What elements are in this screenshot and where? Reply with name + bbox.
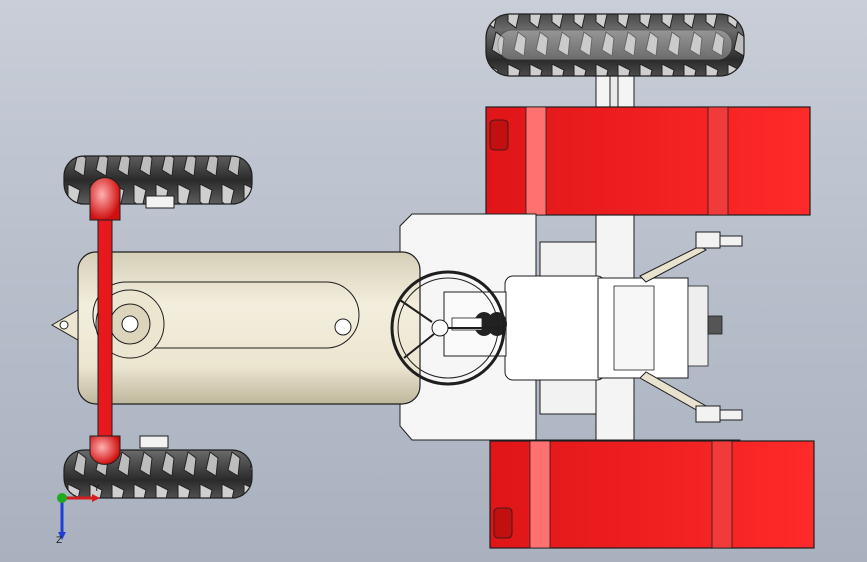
triad-z-label: Z xyxy=(56,536,63,546)
seat-controls xyxy=(443,291,507,357)
triad-axes xyxy=(57,493,100,540)
steering-wheel xyxy=(390,270,506,386)
rear-fender-top xyxy=(485,106,811,216)
three-point-hitch xyxy=(639,231,743,423)
front-axle xyxy=(97,213,113,443)
front-wheel-bottom xyxy=(63,435,253,499)
engine-hood xyxy=(50,251,421,405)
rear-fender-bottom xyxy=(489,440,815,549)
transmission xyxy=(504,241,723,415)
view-orientation-triad: Y Z xyxy=(44,480,114,550)
front-wheel-top xyxy=(63,155,253,221)
triad-y-label: Y xyxy=(94,484,100,494)
rear-wheel-top xyxy=(485,13,745,77)
